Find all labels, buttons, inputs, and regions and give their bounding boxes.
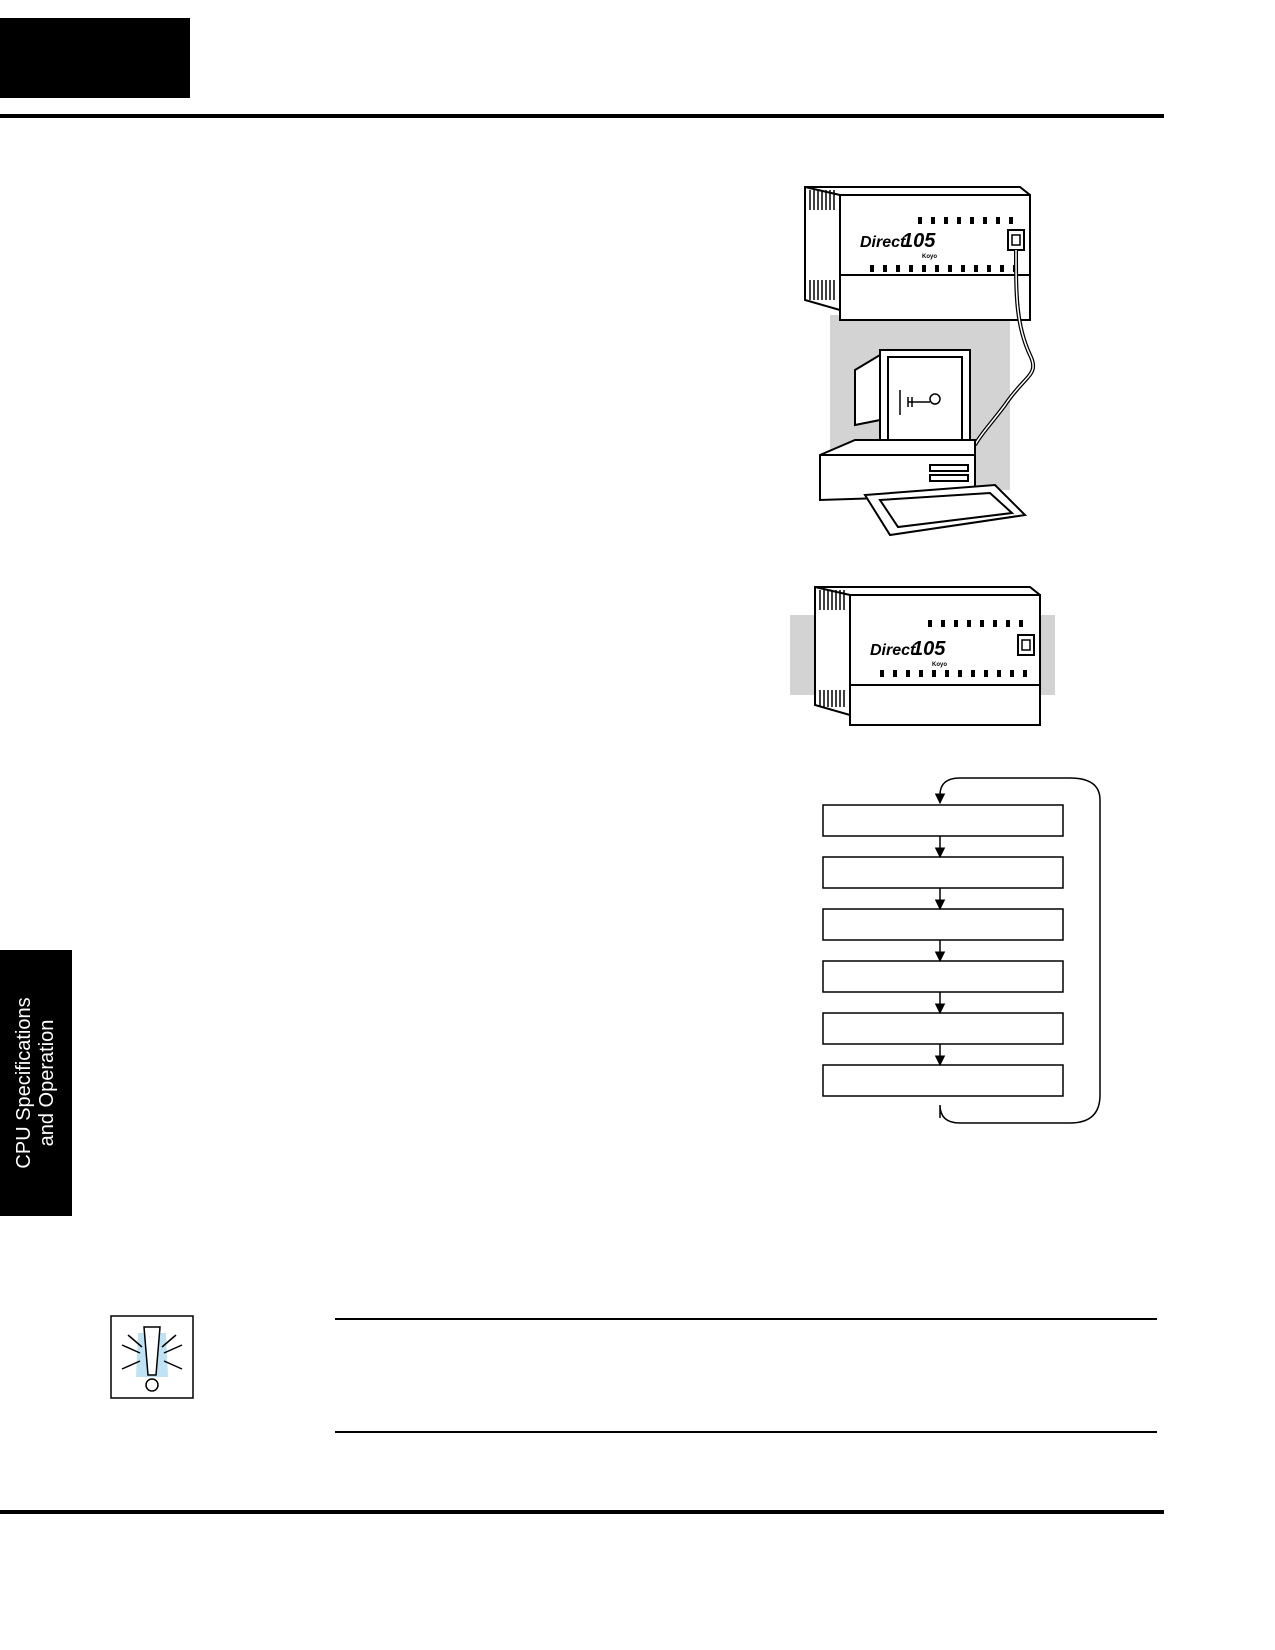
plc-led-row-bottom bbox=[870, 265, 1017, 272]
computer-base bbox=[819, 439, 976, 502]
plc-brand-logo-2: Direct bbox=[870, 642, 916, 659]
scan-step-box bbox=[822, 908, 1064, 941]
note-bottom-rule bbox=[335, 1431, 1157, 1433]
side-tab-label: CPU Specifications and Operation bbox=[13, 997, 59, 1168]
plc-model-logo: 105 bbox=[902, 230, 936, 252]
scan-loop-line bbox=[940, 777, 1101, 1124]
scan-step-box bbox=[822, 856, 1064, 889]
plc-led-row-top bbox=[918, 217, 1013, 224]
side-tab-line2: and Operation bbox=[36, 1019, 58, 1147]
plc-model-logo-2: 105 bbox=[912, 638, 946, 660]
plc-koyo-logo-2: Koyo bbox=[932, 662, 947, 668]
side-tab-line1: CPU Specifications bbox=[13, 997, 35, 1169]
note-icon bbox=[110, 1315, 194, 1399]
plc-unit-top bbox=[804, 186, 1031, 321]
note-top-rule bbox=[335, 1318, 1157, 1320]
plc-vents bbox=[809, 190, 835, 300]
scan-step-box bbox=[822, 1064, 1064, 1097]
footer-rule bbox=[0, 1510, 1164, 1514]
plc-koyo-logo: Koyo bbox=[922, 254, 937, 260]
plc-brand-logo: Direct bbox=[860, 234, 906, 251]
header-rule bbox=[0, 114, 1164, 118]
header-block bbox=[0, 18, 190, 98]
scan-cycle-diagram bbox=[822, 777, 1101, 1124]
keyboard bbox=[863, 483, 1028, 537]
ladder-logic-screen bbox=[899, 390, 941, 415]
scan-step-box bbox=[822, 960, 1064, 993]
scan-step-box bbox=[822, 1012, 1064, 1045]
side-tab: CPU Specifications and Operation bbox=[0, 950, 72, 1216]
plc-programming-illustration: Direct 105 Koyo bbox=[804, 186, 1036, 537]
plc-standalone-illustration: Direct 105 Koyo bbox=[790, 586, 1055, 726]
scan-step-box bbox=[822, 804, 1064, 837]
